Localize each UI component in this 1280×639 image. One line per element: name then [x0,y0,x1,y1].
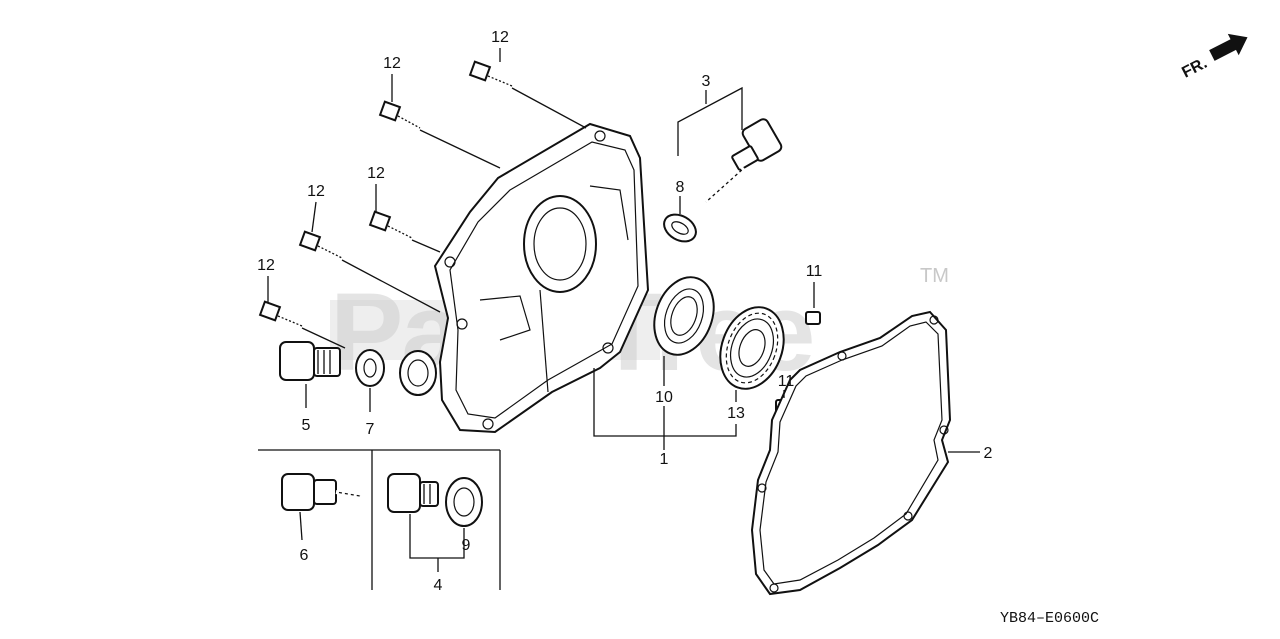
callout-4: 4 [434,577,443,594]
flange-bolts [258,60,587,349]
gasket-2 [750,310,952,596]
washer-7 [355,349,385,387]
callout-5: 5 [302,417,311,434]
bolt-d [298,230,343,259]
callout-2: 2 [984,445,993,462]
oil-seal-10 [653,276,715,356]
callout-11b: 11 [778,373,795,390]
bolt-c [368,210,413,239]
callout-9: 9 [462,537,471,554]
callout-13: 13 [727,405,745,422]
callout-6: 6 [300,547,309,564]
callout-11a: 11 [806,263,823,280]
o-ring-8 [663,213,697,243]
drain-plug-set-4 [387,473,439,513]
bolt-e [258,300,303,327]
bolt-a [468,60,513,87]
callout-1: 1 [660,451,669,468]
inset-frame [258,449,501,590]
callout-labels: 12 12 12 12 12 3 8 11 11 10 13 1 2 5 7 6… [257,29,992,594]
watermark-trademark: TM [920,265,949,287]
callout-12c: 12 [367,165,385,182]
callout-10: 10 [655,389,673,406]
callout-12a: 12 [491,29,509,46]
washer-9 [445,477,483,527]
filler-plug-6 [281,473,361,511]
front-arrow-icon [1209,33,1248,61]
front-direction-marker: FR. [1179,33,1248,82]
ball-bearing-13 [719,306,785,390]
bolt-b [378,100,421,129]
callout-12e: 12 [257,257,275,274]
front-label: FR. [1179,55,1210,82]
callout-12b: 12 [383,55,401,72]
drain-plug-5 [279,341,341,381]
callout-7: 7 [366,421,375,438]
callout-3: 3 [702,73,711,90]
diagram-code: YB84–E0600C [1000,610,1099,627]
callout-12d: 12 [307,183,325,200]
leader-lines [267,48,980,572]
callout-8: 8 [676,179,685,196]
oil-gauge-3 [704,118,783,204]
crankcase-cover [399,122,650,434]
